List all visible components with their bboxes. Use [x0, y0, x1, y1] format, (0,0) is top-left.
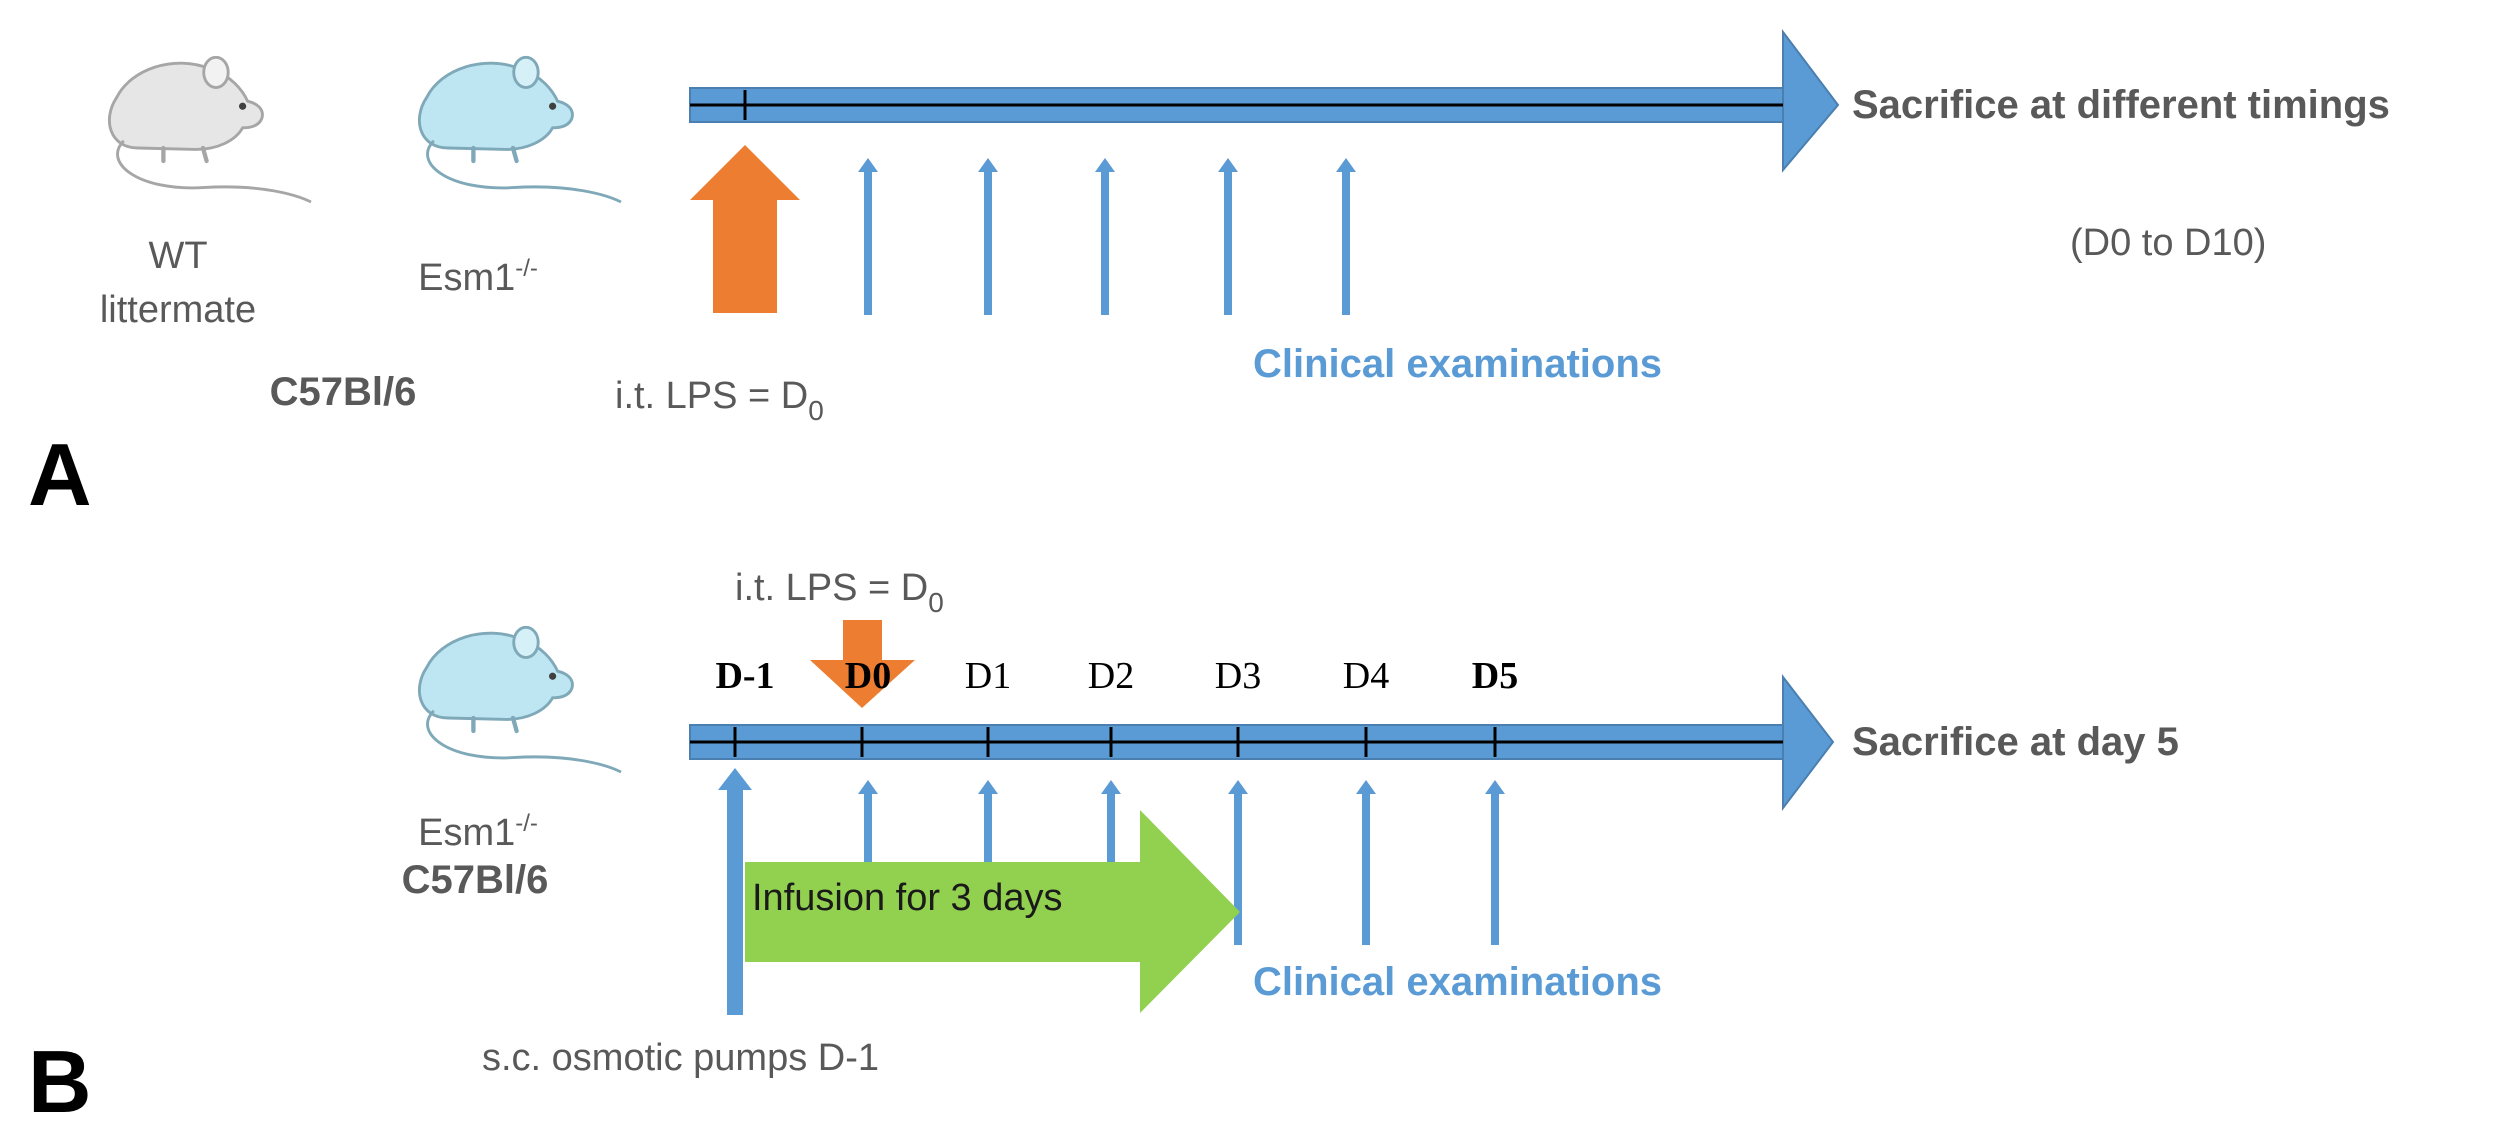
day-label: D1: [965, 655, 1011, 697]
panel-b: B Esm1-/- C57Bl/6 i.t. LPS = D0 D-1 D0 D…: [28, 567, 2179, 1131]
clinical-arrows-b: [858, 780, 1505, 945]
day-label: D3: [1215, 655, 1261, 697]
day-label: D4: [1343, 655, 1389, 697]
panel-b-label: B: [28, 1032, 92, 1131]
infusion-label: Infusion for 3 days: [752, 877, 1063, 919]
pump-arrow: [718, 768, 752, 1015]
strain-label-b: C57Bl/6: [402, 858, 549, 902]
esm1-ko-mouse-icon-b: [418, 625, 622, 774]
lps-arrow-a: [690, 145, 800, 313]
esm1-ko-label: Esm1-/-: [418, 255, 538, 299]
day-labels: D-1 D0 D1 D2 D3 D4 D5: [715, 655, 1518, 697]
lps-arrow-b: [810, 620, 915, 708]
pump-label: s.c. osmotic pumps D-1: [482, 1037, 879, 1079]
panel-a: A WT littermate Esm1-/- C57Bl/6 S: [28, 29, 2390, 524]
panel-a-label: A: [28, 425, 92, 524]
sacrifice-label-b: Sacrifice at day 5: [1852, 720, 2179, 764]
sacrifice-label-a: Sacrifice at different timings: [1852, 83, 2390, 127]
day-label: D2: [1088, 655, 1134, 697]
esm1-ko-mouse-icon: [418, 55, 622, 204]
strain-label-a: C57Bl/6: [270, 370, 417, 414]
clinical-arrows-a: [858, 158, 1356, 315]
clinical-label-a: Clinical examinations: [1253, 342, 1662, 386]
timeline-a: [689, 29, 1840, 173]
wt-label-line2: littermate: [100, 289, 256, 331]
lps-label-b: i.t. LPS = D0: [735, 567, 944, 618]
day-label: D-1: [715, 655, 774, 697]
lps-label-a: i.t. LPS = D0: [615, 375, 824, 426]
wt-mouse-icon: [108, 55, 312, 204]
timing-range-label: (D0 to D10): [2070, 222, 2266, 264]
infusion-arrow: [745, 810, 1240, 1013]
clinical-label-b: Clinical examinations: [1253, 960, 1662, 1004]
timeline-b: [689, 674, 1835, 811]
esm1-ko-label-b: Esm1-/-: [418, 810, 538, 854]
day-label: D5: [1472, 655, 1518, 697]
day-label: D0: [845, 655, 891, 697]
wt-label-line1: WT: [148, 235, 207, 277]
